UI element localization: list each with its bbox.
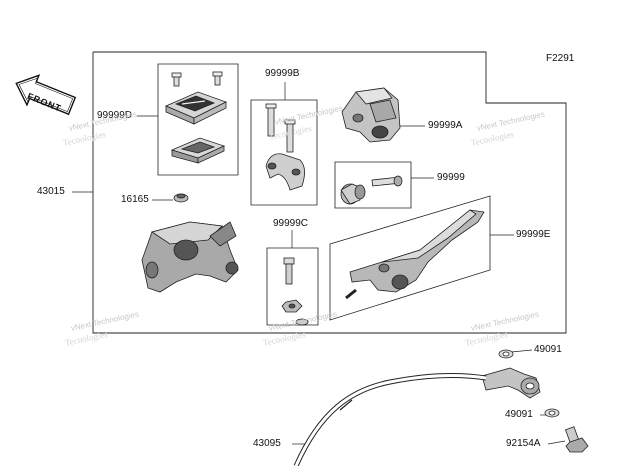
part-label-99999e: 99999E <box>516 229 551 240</box>
leader-lines <box>72 82 566 445</box>
piston-set-box <box>334 161 412 209</box>
part-label-99999d: 99999D <box>97 110 133 121</box>
part-label-49091-upper: 49091 <box>534 344 562 355</box>
part-label-99999: 99999 <box>437 172 465 183</box>
part-label-99999b: 99999B <box>265 68 300 79</box>
clamp-set-box <box>250 99 318 206</box>
assembly-frame <box>92 51 567 334</box>
pivot-bolt-icon <box>281 257 309 326</box>
part-label-16165: 16165 <box>121 194 149 205</box>
piston-icon <box>340 175 403 205</box>
part-label-99999a: 99999A <box>428 120 463 131</box>
diagram-code: F2291 <box>546 53 575 64</box>
part-label-92154a: 92154A <box>506 438 541 449</box>
part-label-43015: 43015 <box>37 186 65 197</box>
part-label-43095: 43095 <box>253 438 281 449</box>
reservoir-guard-icon <box>341 87 401 143</box>
part-label-49091-lower: 49091 <box>505 409 533 420</box>
banjo-fitting-icon <box>481 349 589 453</box>
cap-set-box <box>157 63 239 176</box>
brake-hose-icon <box>293 372 487 466</box>
pivot-set-box <box>266 247 319 326</box>
brake-lever-icon <box>345 209 485 300</box>
clamp-icon <box>265 103 305 191</box>
reservoir-cap-icon <box>164 71 228 164</box>
cylinder-body-icon <box>141 193 239 293</box>
part-label-99999c: 99999C <box>273 218 309 229</box>
front-arrow <box>15 74 77 116</box>
lever-set-box <box>329 195 491 321</box>
